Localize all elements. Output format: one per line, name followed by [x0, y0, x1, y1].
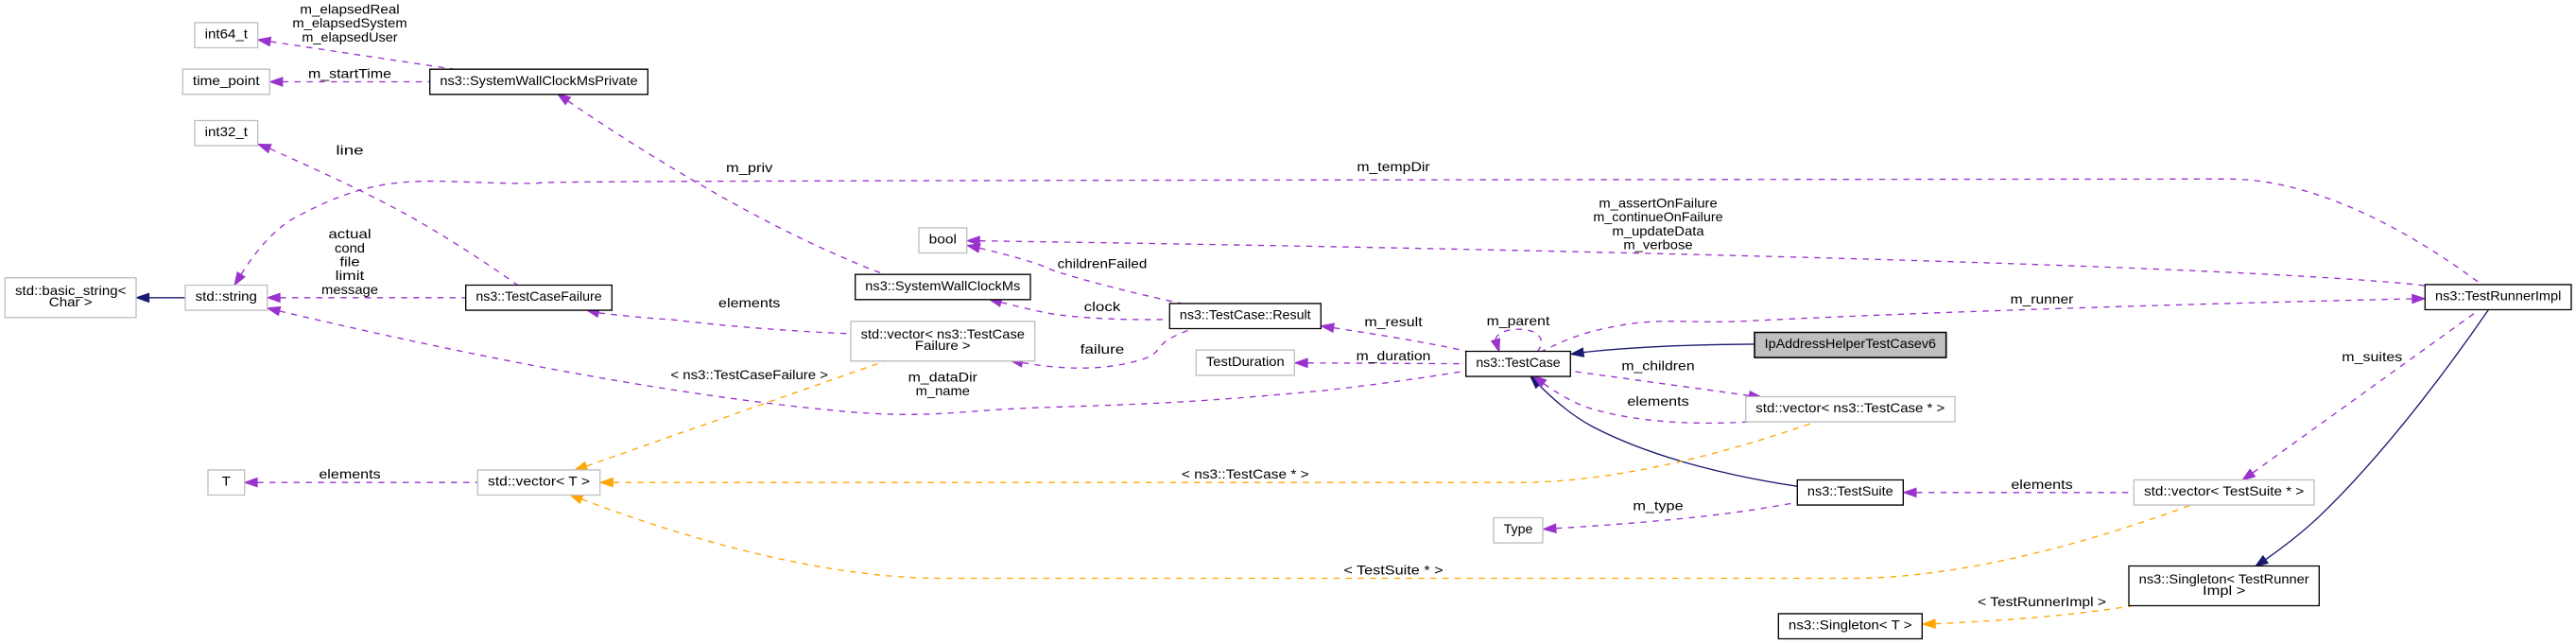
svg-text:line: line — [336, 143, 364, 158]
svg-text:m_startTime: m_startTime — [308, 66, 391, 81]
svg-text:failure: failure — [1081, 341, 1125, 357]
svg-text:file: file — [339, 254, 360, 270]
svg-text:m_tempDir: m_tempDir — [1357, 159, 1430, 174]
svg-text:m_parent: m_parent — [1487, 313, 1550, 328]
svg-text:ns3::SystemWallClockMs: ns3::SystemWallClockMs — [865, 278, 1020, 293]
svg-text:ns3::SystemWallClockMsPrivate: ns3::SystemWallClockMsPrivate — [440, 73, 638, 88]
svg-text:ns3::TestCase: ns3::TestCase — [1476, 355, 1561, 370]
svg-text:m_elapsedReal: m_elapsedReal — [300, 2, 399, 17]
svg-text:TestDuration: TestDuration — [1206, 354, 1285, 369]
svg-text:elements: elements — [319, 466, 380, 481]
svg-text:elements: elements — [1627, 393, 1688, 409]
svg-text:elements: elements — [2011, 477, 2072, 492]
svg-text:Char >: Char > — [49, 294, 93, 309]
svg-text:Type: Type — [1504, 521, 1533, 536]
svg-text:ns3::TestSuite: ns3::TestSuite — [1807, 483, 1893, 498]
svg-text:int32_t: int32_t — [205, 124, 248, 139]
svg-text:std::vector< T >: std::vector< T > — [488, 474, 590, 489]
svg-text:Impl >: Impl > — [2203, 583, 2245, 598]
svg-text:std::string: std::string — [196, 288, 257, 304]
svg-text:m_verbose: m_verbose — [1623, 237, 1693, 252]
svg-text:< ns3::TestCase * >: < ns3::TestCase * > — [1182, 466, 1309, 481]
svg-text:m_name: m_name — [916, 383, 971, 398]
svg-text:T: T — [222, 474, 232, 489]
svg-text:m_assertOnFailure: m_assertOnFailure — [1599, 196, 1718, 211]
svg-text:limit: limit — [336, 268, 365, 283]
svg-text:ns3::Singleton< T >: ns3::Singleton< T > — [1789, 618, 1912, 633]
svg-text:m_duration: m_duration — [1357, 348, 1431, 363]
svg-text:m_runner: m_runner — [2011, 291, 2074, 306]
svg-text:m_updateData: m_updateData — [1612, 223, 1704, 238]
svg-text:actual: actual — [328, 226, 371, 241]
svg-text:clock: clock — [1084, 299, 1122, 314]
svg-text:ns3::TestCase::Result: ns3::TestCase::Result — [1180, 307, 1311, 322]
svg-text:ns3::TestRunnerImpl: ns3::TestRunnerImpl — [2435, 288, 2561, 304]
svg-text:< TestRunnerImpl >: < TestRunnerImpl > — [1978, 594, 2106, 609]
svg-text:m_elapsedSystem: m_elapsedSystem — [292, 15, 406, 30]
svg-text:< ns3::TestCaseFailure >: < ns3::TestCaseFailure > — [670, 367, 828, 382]
svg-text:time_point: time_point — [193, 73, 260, 88]
svg-text:childrenFailed: childrenFailed — [1058, 256, 1148, 271]
svg-text:Failure >: Failure > — [915, 338, 971, 353]
svg-text:std::vector< TestSuite * >: std::vector< TestSuite * > — [2144, 483, 2304, 498]
svg-text:< TestSuite * >: < TestSuite * > — [1343, 563, 1443, 578]
svg-text:std::vector< ns3::TestCase: std::vector< ns3::TestCase — [861, 326, 1026, 341]
svg-text:m_result: m_result — [1364, 314, 1422, 329]
svg-text:m_type: m_type — [1633, 498, 1684, 513]
svg-text:IpAddressHelperTestCasev6: IpAddressHelperTestCasev6 — [1765, 336, 1937, 351]
svg-text:message: message — [321, 282, 378, 297]
svg-text:ns3::TestCaseFailure: ns3::TestCaseFailure — [475, 288, 602, 304]
svg-text:m_elapsedUser: m_elapsedUser — [302, 29, 398, 44]
svg-text:bool: bool — [929, 232, 957, 247]
svg-text:std::basic_string<: std::basic_string< — [15, 283, 126, 298]
svg-text:m_continueOnFailure: m_continueOnFailure — [1593, 209, 1723, 224]
svg-text:int64_t: int64_t — [205, 26, 248, 42]
svg-text:std::vector< ns3::TestCase * >: std::vector< ns3::TestCase * > — [1755, 400, 1945, 415]
svg-text:ns3::Singleton< TestRunner: ns3::Singleton< TestRunner — [2139, 571, 2309, 586]
svg-text:m_dataDir: m_dataDir — [908, 370, 978, 385]
svg-text:cond: cond — [335, 240, 365, 255]
svg-text:m_priv: m_priv — [726, 160, 772, 175]
svg-text:m_suites: m_suites — [2342, 349, 2402, 364]
svg-text:elements: elements — [718, 295, 780, 310]
svg-text:m_children: m_children — [1621, 358, 1694, 374]
